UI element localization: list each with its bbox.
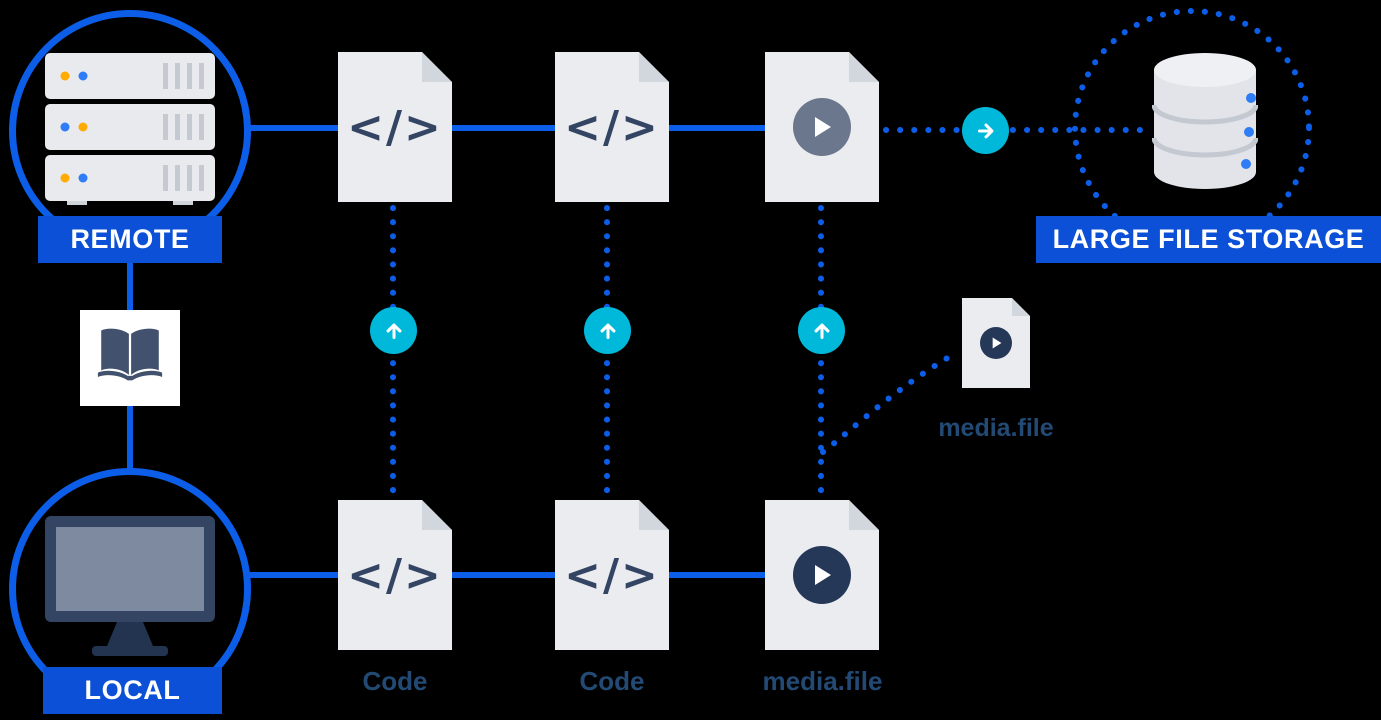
storage-badge-label: LARGE FILE STORAGE [1052, 224, 1365, 254]
upload-arrow-icon-1 [370, 307, 417, 354]
remote-code-file-2: </> [555, 52, 669, 202]
media-file-play-icon [793, 98, 851, 156]
local-badge: LOCAL [43, 667, 222, 714]
transfer-arrow-icon [962, 107, 1009, 154]
large-file-storage-badge: LARGE FILE STORAGE [1036, 216, 1381, 263]
code-file-label-2: Code [579, 666, 645, 696]
upload-arrow-icon-2 [584, 307, 631, 354]
media-file-play-icon [793, 546, 851, 604]
book-icon [94, 325, 166, 392]
remote-badge-label: REMOTE [70, 224, 190, 254]
code-file-label-1: Code [362, 666, 428, 696]
connector-pointer-curve-dotted [820, 351, 957, 455]
media-file-play-icon [980, 327, 1012, 359]
remote-code-file-1: </> [338, 52, 452, 202]
remote-node [9, 10, 251, 252]
remote-badge: REMOTE [38, 216, 222, 263]
repository-book-tile [80, 310, 180, 406]
database-icon [1151, 50, 1259, 200]
local-badge-label: LOCAL [84, 675, 181, 705]
upload-arrow-icon-3 [798, 307, 845, 354]
local-code-file-2: </> [555, 500, 669, 650]
local-code-file-1: </> [338, 500, 452, 650]
pointer-file-label: media.file [938, 414, 1054, 442]
code-file-icon: </> [564, 101, 660, 153]
media-file-label: media.file [762, 666, 883, 696]
code-file-icon: </> [347, 101, 443, 153]
server-icon [45, 52, 215, 210]
remote-media-file [765, 52, 879, 202]
local-media-file [765, 500, 879, 650]
code-file-icon: </> [347, 549, 443, 601]
pointer-media-file [962, 298, 1030, 388]
monitor-icon [45, 515, 215, 663]
code-file-icon: </> [564, 549, 660, 601]
